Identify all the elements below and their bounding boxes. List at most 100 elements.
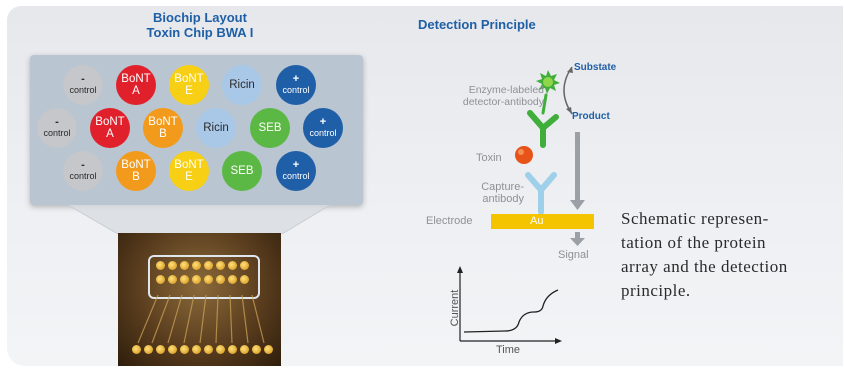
chip-contact-pad	[216, 345, 225, 354]
chip-pad	[240, 261, 249, 270]
figure-description: Schematic represen- tation of the protei…	[621, 207, 841, 303]
chip-pad	[216, 275, 225, 284]
description-line-4: principle.	[621, 281, 691, 300]
reaction-arrow-icon	[563, 66, 573, 115]
spot-label: control	[69, 84, 97, 95]
capture-antibody-icon	[525, 172, 557, 215]
spot-label: Ricin	[229, 79, 255, 91]
current-axis-label: Current	[449, 289, 461, 327]
electron-arrow-icon	[575, 132, 580, 202]
signal-arrow-icon	[575, 232, 580, 238]
spot-ricin: Ricin	[222, 65, 262, 105]
spot-label: B	[159, 128, 167, 140]
spot-control: +control	[276, 151, 316, 191]
capture-label-line-1: Capture-	[481, 181, 524, 193]
au-label: Au	[530, 215, 544, 227]
chip-pad	[192, 275, 201, 284]
spot-label: control	[43, 127, 71, 138]
chip-pad	[204, 261, 213, 270]
spot-symbol: -	[81, 72, 85, 85]
spot-control: +control	[303, 108, 343, 148]
spot-label: BoNT	[148, 116, 178, 128]
enzyme-label-line-1: Enzyme-labeled	[468, 84, 544, 96]
electrode-bar	[491, 214, 594, 229]
chip-pad	[156, 261, 165, 270]
chip-contact-pad	[228, 345, 237, 354]
spot-control: +control	[276, 65, 316, 105]
detection-title: Detection Principle	[418, 17, 536, 32]
signal-label: Signal	[558, 249, 589, 261]
enzyme-label-line-2: detector-antibody	[462, 96, 544, 108]
spot-seb: SEB	[222, 151, 262, 191]
chip-pad	[168, 261, 177, 270]
spot-ricin: Ricin	[196, 108, 236, 148]
chip-contact-pad	[252, 345, 261, 354]
spot-seb: SEB	[250, 108, 290, 148]
toxin-icon	[515, 146, 533, 164]
biochip-title-line-2: Toxin Chip BWA I	[146, 25, 254, 40]
chip-contact-pad	[132, 345, 141, 354]
spot-label: BoNT	[121, 73, 151, 85]
chip-contact-pad	[180, 345, 189, 354]
spot-symbol: -	[55, 115, 59, 128]
spot-label: BoNT	[95, 116, 125, 128]
toxin-label: Toxin	[476, 152, 502, 164]
capture-label: Capture- antibody	[462, 181, 524, 205]
chip-contact-pad	[204, 345, 213, 354]
chip-pad	[228, 261, 237, 270]
chip-contact-pad	[264, 345, 273, 354]
spot-label: control	[309, 127, 337, 138]
chip-pad	[168, 275, 177, 284]
spot-label: SEB	[230, 165, 254, 177]
enzyme-label: Enzyme-labeled detector-antibody	[424, 84, 544, 108]
biochip-title: Biochip Layout Toxin Chip BWA I	[100, 10, 300, 40]
detector-antibody-icon	[527, 93, 559, 148]
chip-contact-pad	[144, 345, 153, 354]
chip-contact-pad	[240, 345, 249, 354]
current-time-plot	[457, 266, 562, 344]
spot-control: -control	[63, 65, 103, 105]
spot-label: SEB	[258, 122, 282, 134]
chip-pad	[156, 275, 165, 284]
capture-label-line-2: antibody	[482, 193, 524, 205]
enzyme-icon	[536, 70, 560, 94]
spot-label: Ricin	[203, 122, 229, 134]
spot-label: A	[132, 85, 140, 97]
chip-photo	[118, 233, 281, 366]
product-label: Product	[572, 111, 610, 122]
spot-label: BoNT	[121, 159, 151, 171]
biochip-title-line-1: Biochip Layout	[153, 10, 247, 25]
spot-symbol: -	[81, 158, 85, 171]
spot-label: E	[185, 85, 193, 97]
spot-label: control	[69, 170, 97, 181]
spot-control: -control	[63, 151, 103, 191]
spot-label: BoNT	[174, 73, 204, 85]
chip-pad	[228, 275, 237, 284]
spot-symbol: +	[292, 158, 300, 171]
chip-pad	[240, 275, 249, 284]
spot-control: -control	[37, 108, 77, 148]
chip-contact-pad	[168, 345, 177, 354]
chip-contact-pad	[192, 345, 201, 354]
chip-pad	[204, 275, 213, 284]
chip-pad	[192, 261, 201, 270]
substrate-label: Substate	[574, 62, 617, 73]
spot-label: control	[282, 170, 310, 181]
spot-symbol: +	[319, 115, 327, 128]
time-axis-label: Time	[496, 344, 521, 356]
description-line-2: tation of the protein	[621, 233, 767, 252]
photo-highlight	[148, 255, 260, 299]
chip-pad	[180, 275, 189, 284]
spot-symbol: +	[292, 72, 300, 85]
spot-label: BoNT	[174, 159, 204, 171]
chip-pad	[216, 261, 225, 270]
description-line-3: array and the detection	[621, 257, 788, 276]
